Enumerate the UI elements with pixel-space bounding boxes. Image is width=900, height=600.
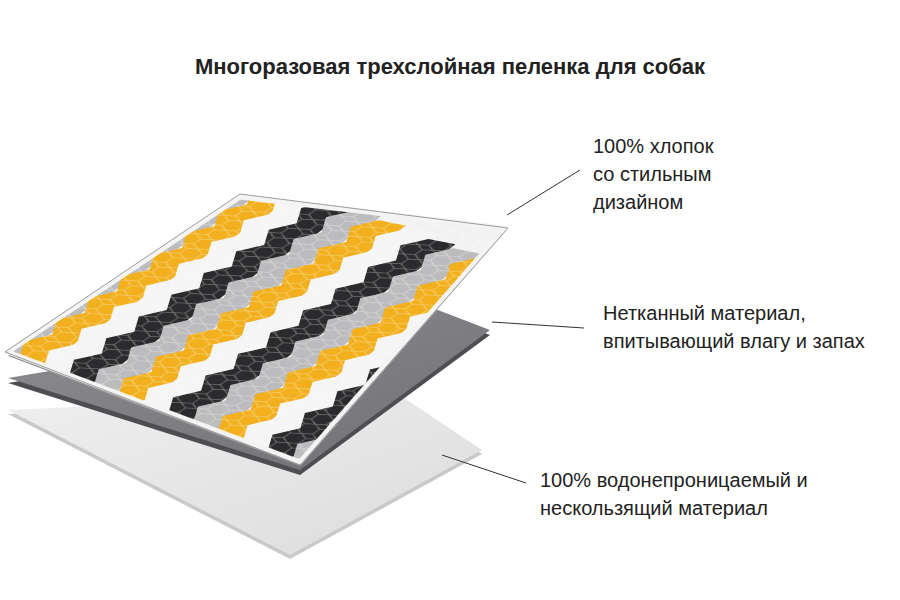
callout-label: Нетканный материал, впитывающий влагу и … <box>603 299 875 355</box>
callout-label: 100% хлопок со стильным дизайном <box>593 132 733 216</box>
leader-line <box>492 322 584 328</box>
leader-line <box>442 455 526 483</box>
callout-label: 100% водонепроницаемый и нескользящий ма… <box>540 466 875 522</box>
pad-outline <box>5 194 508 465</box>
leader-line <box>507 170 580 215</box>
diagram-title: Многоразовая трехслойная пеленка для соб… <box>0 54 900 80</box>
pad-binding <box>8 197 505 462</box>
